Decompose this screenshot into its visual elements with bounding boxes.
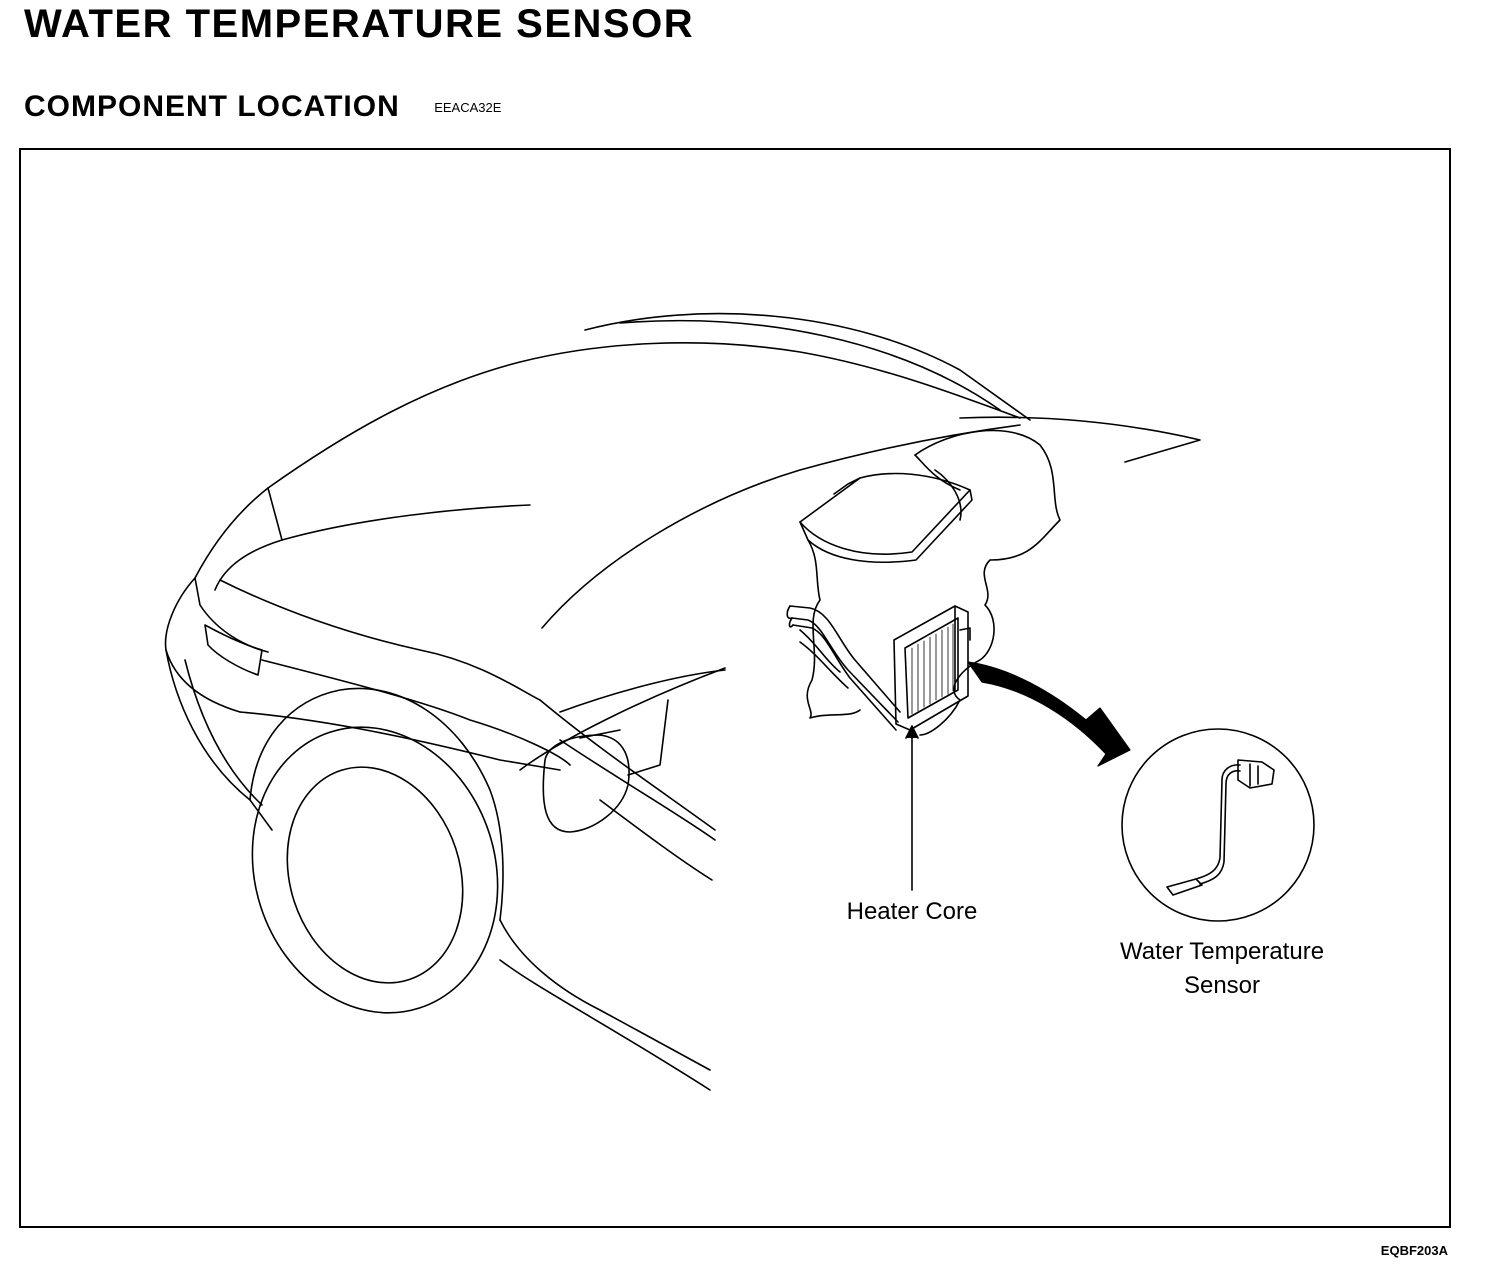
sensor-detail-circle [1121,728,1315,922]
car-body-outline [164,312,1201,1091]
page-title: WATER TEMPERATURE SENSOR [24,2,695,46]
heater-core-fins [911,623,954,715]
detail-arrow [967,661,1131,767]
figure-frame [19,148,1451,1228]
heater-core-label: Heater Core [846,898,978,925]
sensor-drawing [1166,759,1275,896]
heater-core-pointer [905,725,919,739]
section-code: EEACA32E [434,100,502,116]
hvac-unit-outline [786,429,1061,736]
water-temperature-sensor-label: Water Temperature Sensor [1090,935,1354,1003]
figure-code: EQBF203A [1380,1243,1448,1258]
section-heading: COMPONENT LOCATION EEACA32E [24,90,501,124]
sensor-label-line1: Water Temperature [1119,938,1325,965]
sensor-label-line2: Sensor [1183,972,1261,999]
section-title: COMPONENT LOCATION [24,90,400,123]
